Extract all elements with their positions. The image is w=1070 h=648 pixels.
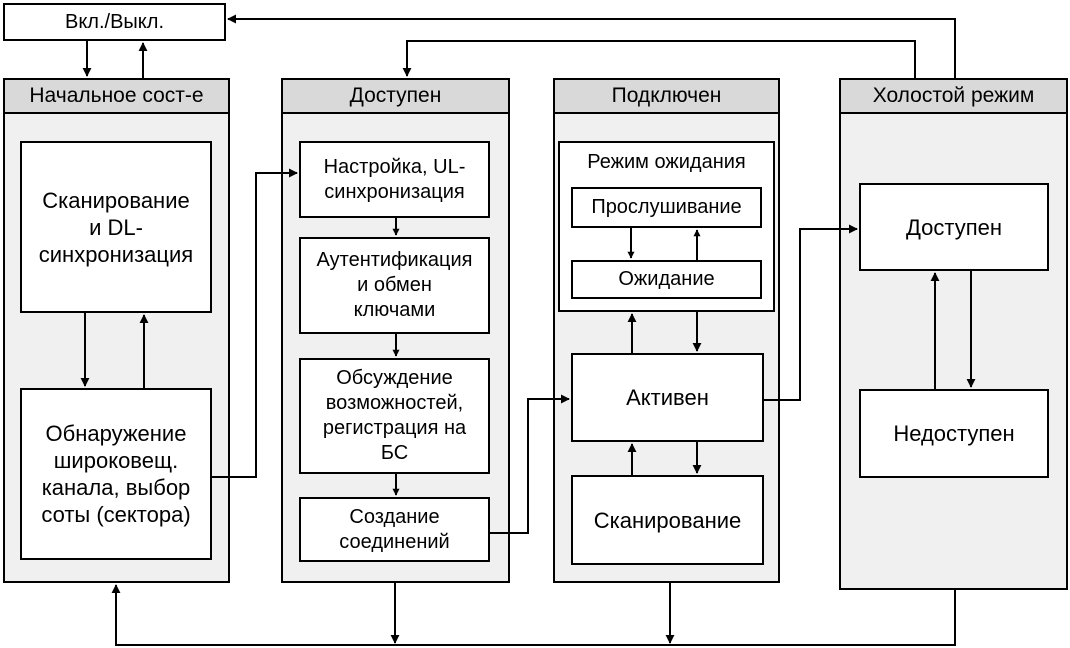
waiting-box: Ожидание	[571, 260, 762, 299]
bottom-return-line	[111, 584, 956, 646]
connected-scanning-box: Сканирование	[571, 475, 764, 565]
idle-mode-title: Холостой режим	[841, 80, 1066, 114]
idle-available-box: Доступен	[859, 183, 1049, 271]
idle-unavailable-label: Недоступен	[893, 421, 1015, 446]
available-title: Доступен	[283, 80, 508, 114]
broadcast-detection-box: Обнаружение широковещ. канала, выбор сот…	[20, 388, 212, 560]
active-box: Активен	[571, 353, 764, 442]
auth-key-exchange-box: Аутентификация и обмен ключами	[299, 237, 490, 334]
setup-ul-sync-box: Настройка, UL- синхронизация	[299, 141, 490, 218]
listening-box: Прослушивание	[571, 187, 762, 228]
create-connections-box: Создание соединений	[299, 497, 490, 562]
scan-dl-sync-box: Сканирование и DL- синхронизация	[20, 141, 212, 313]
onoff-box: Вкл./Выкл.	[3, 3, 226, 41]
waiting-label: Ожидание	[618, 268, 715, 290]
listening-label: Прослушивание	[591, 196, 742, 218]
idle-to-onoff-line	[227, 14, 956, 78]
connected-title: Подключен	[555, 80, 778, 114]
sleep-mode-label: Режим ожидания	[587, 150, 746, 173]
negotiation-registration-box: Обсуждение возможностей, регистрация на …	[299, 358, 490, 474]
onoff-label: Вкл./Выкл.	[64, 10, 164, 33]
connect-to-active-line	[490, 394, 570, 534]
idle-mode-panel: Холостой режим	[839, 78, 1068, 590]
idle-available-label: Доступен	[905, 214, 1002, 240]
active-to-idle-line	[764, 224, 858, 401]
active-label: Активен	[626, 385, 709, 410]
create-connections-label: Создание соединений	[339, 505, 450, 553]
scan-dl-sync-label: Сканирование и DL- синхронизация	[38, 187, 194, 267]
idle-to-available-line	[402, 40, 916, 78]
idle-unavailable-box: Недоступен	[859, 389, 1049, 478]
initial-state-title: Начальное сост-е	[5, 80, 228, 114]
setup-ul-sync-label: Настройка, UL- синхронизация	[323, 155, 466, 203]
connected-scanning-label: Сканирование	[593, 507, 742, 533]
negotiation-registration-label: Обсуждение возможностей, регистрация на …	[322, 367, 467, 464]
broadcast-detection-label: Обнаружение широковещ. канала, выбор сот…	[41, 421, 191, 527]
auth-key-exchange-label: Аутентификация и обмен ключами	[316, 249, 473, 321]
detect-to-setup-line	[212, 168, 298, 478]
